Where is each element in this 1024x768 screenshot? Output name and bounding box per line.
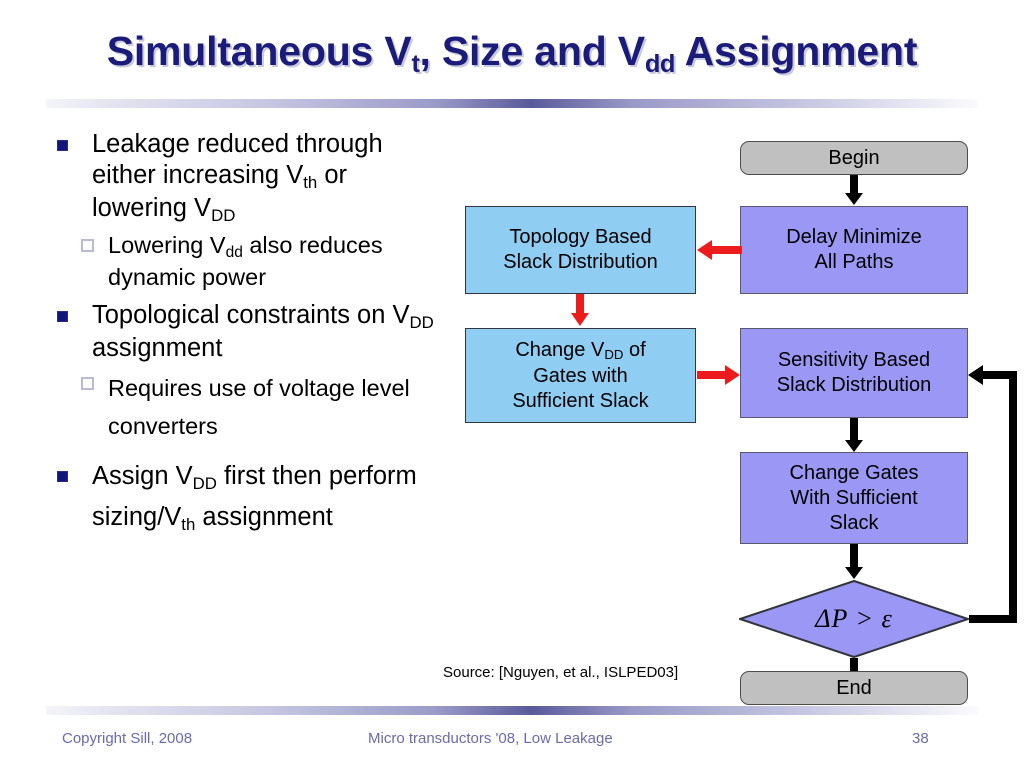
bullet-text-assign-c: assignment (195, 503, 333, 531)
flow-decision-label: ΔP > ε (815, 604, 893, 633)
sub-bullet-marker-hollow-square-icon (81, 377, 94, 390)
title-subscript-t: t (411, 49, 420, 78)
flow-node-end[interactable]: End (740, 671, 968, 705)
title-segment-1: Simultaneous V (106, 28, 412, 74)
flow-changevdd-text-a: Change V (515, 338, 605, 361)
bullet-marker-square-icon (57, 140, 68, 151)
flow-node-topology-line1: Topology Based (509, 226, 652, 248)
flow-node-change-vdd[interactable]: Change VDD of Gates with Sufficient Slac… (465, 328, 696, 423)
bullet-sub-dd-3: DD (192, 473, 217, 493)
flow-node-changegates-line1: Change Gates (789, 461, 919, 484)
title-segment-3: Assignment (674, 28, 918, 74)
bullet-text-topological-b: assignment (92, 334, 223, 362)
footer-title: Micro transductors '08, Low Leakage (368, 730, 613, 747)
page-title: Simultaneous Vt, Size and Vdd Assignment (0, 28, 1024, 78)
flow-node-decision[interactable]: ΔP > ε (739, 580, 969, 658)
bullet-item-assign-vdd: Assign VDD first then perform sizing/Vth… (46, 457, 446, 539)
sub-bullet-marker-hollow-square-icon (81, 239, 94, 252)
bullet-item-topological: Topological constraints on VDD assignmen… (46, 300, 446, 364)
arrow-begin-to-delay-line (850, 175, 858, 195)
bullet-text-leakage-b: or lowering V (92, 161, 348, 222)
arrow-changevdd-to-sensitivity-line (697, 371, 727, 379)
flow-node-topology-slack[interactable]: Topology Based Slack Distribution (465, 206, 696, 294)
sub-bullet-text-a: Lowering V (108, 232, 226, 258)
bullet-marker-square-icon (57, 471, 68, 482)
bullet-text-assign-a: Assign V (92, 462, 193, 490)
flow-changevdd-sub-dd: DD (604, 347, 624, 363)
flow-node-sensitivity-line1: Sensitivity Based (777, 349, 931, 371)
flow-node-begin-label: Begin (828, 146, 880, 169)
footer-copyright: Copyright Sill, 2008 (62, 730, 193, 747)
flow-node-sensitivity-line2: Slack Distribution (776, 374, 932, 396)
arrow-sensitivity-to-changegates-head-icon (845, 440, 863, 452)
flow-node-end-label: End (836, 676, 872, 699)
arrow-topology-to-changevdd-head-icon (571, 313, 589, 326)
feedback-loop-top-segment (983, 371, 1013, 379)
source-citation: Source: [Nguyen, et al., ISLPED03] (443, 664, 679, 681)
arrow-delay-to-topology-line (712, 246, 742, 254)
flow-node-begin[interactable]: Begin (740, 141, 968, 175)
flow-node-changevdd-line3: Sufficient Slack (512, 389, 649, 412)
feedback-loop-head-icon (968, 365, 983, 385)
bullet-sub-dd: DD (211, 205, 236, 225)
arrow-begin-to-delay-head-icon (845, 193, 863, 205)
bullet-text-leakage-a: Leakage reduced through either increasin… (92, 130, 383, 189)
footer-divider-bottom (46, 706, 978, 715)
bullet-sub-dd-2: DD (409, 312, 434, 332)
flow-changevdd-text-b: of (623, 338, 646, 361)
bullet-sub-th: th (303, 172, 318, 192)
arrow-sensitivity-to-changegates-line (850, 418, 858, 444)
feedback-loop-vertical-segment (1009, 371, 1017, 623)
flow-node-delay-line2: All Paths (814, 251, 894, 273)
bullet-sub-th-2: th (181, 514, 196, 534)
arrow-delay-to-topology-head-icon (697, 240, 712, 260)
bullet-text-topological-a: Topological constraints on V (92, 301, 410, 329)
flow-node-changevdd-line2: Gates with (533, 364, 628, 387)
arrow-decision-to-end-line (850, 658, 858, 680)
arrow-topology-to-changevdd-line (576, 294, 584, 316)
arrow-changevdd-to-sensitivity-head-icon (725, 365, 740, 385)
bullet-list: Leakage reduced through either increasin… (46, 129, 446, 541)
title-divider-top (46, 99, 978, 108)
flow-node-change-gates[interactable]: Change Gates With Sufficient Slack (740, 452, 968, 544)
arrow-changegates-to-decision-head-icon (845, 567, 863, 579)
title-segment-2: , Size and V (419, 28, 645, 74)
arrow-changegates-to-decision-line (850, 544, 858, 572)
bullet-marker-square-icon (57, 311, 68, 322)
sub-bullet-lowering-vdd: Lowering Vdd also reduces dynamic power (46, 231, 446, 292)
sub-bullet-text-b: also reduces dynamic power (108, 232, 383, 290)
feedback-loop-bottom-segment (969, 615, 1017, 623)
flow-node-changegates-line2: With Sufficient (790, 486, 918, 509)
flow-node-sensitivity-slack[interactable]: Sensitivity Based Slack Distribution (740, 328, 968, 418)
flow-decision-outline-icon (739, 580, 969, 658)
bullet-item-leakage: Leakage reduced through either increasin… (46, 129, 446, 226)
flow-node-delay-minimize[interactable]: Delay Minimize All Paths (740, 206, 968, 294)
bullet-text-assign-b: first then perform sizing/V (92, 462, 417, 531)
sub-bullet-level-converters: Requires use of voltage level converters (46, 369, 446, 445)
footer-page-number: 38 (912, 730, 929, 747)
sub-bullet-sub-dd: dd (225, 244, 243, 262)
flow-node-changevdd-line1: Change VDD of (512, 338, 648, 364)
flowchart-diagram: Begin Delay Minimize All Paths Topology … (450, 130, 1024, 710)
flow-node-changegates-line3: Slack (829, 511, 879, 534)
flow-node-topology-line2: Slack Distribution (503, 251, 658, 273)
title-subscript-dd: dd (644, 49, 676, 78)
flow-node-delay-line1: Delay Minimize (786, 226, 922, 248)
sub-bullet-text-converters: Requires use of voltage level converters (108, 375, 410, 439)
